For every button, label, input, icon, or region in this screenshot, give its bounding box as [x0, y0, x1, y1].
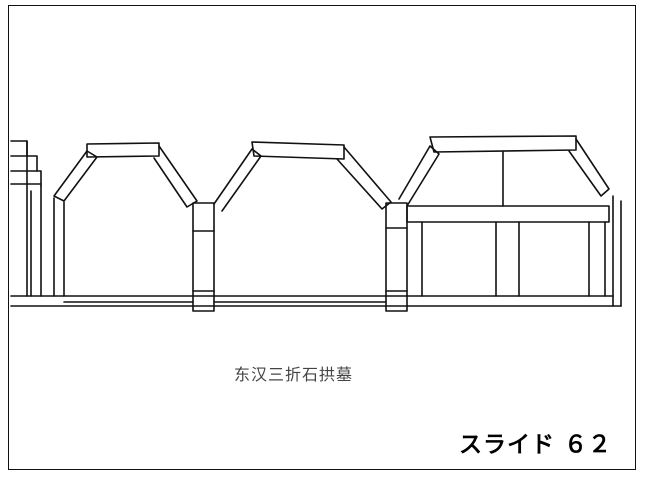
- floor: [10, 295, 622, 307]
- tomb-cross-section-drawing: [10, 135, 622, 312]
- slide-number-label: スライド ６２: [458, 432, 612, 458]
- left-partial-wall: [10, 140, 42, 297]
- slide-frame: 东汉三折石拱墓: [8, 5, 636, 470]
- figure-caption: 东汉三折石拱墓: [234, 365, 354, 384]
- chamber-1-arch: [53, 142, 198, 297]
- chamber-3-arch: [398, 135, 622, 307]
- chamber-2-arch: [213, 141, 392, 212]
- pillar-1: [192, 202, 215, 312]
- pillar-2: [385, 202, 408, 312]
